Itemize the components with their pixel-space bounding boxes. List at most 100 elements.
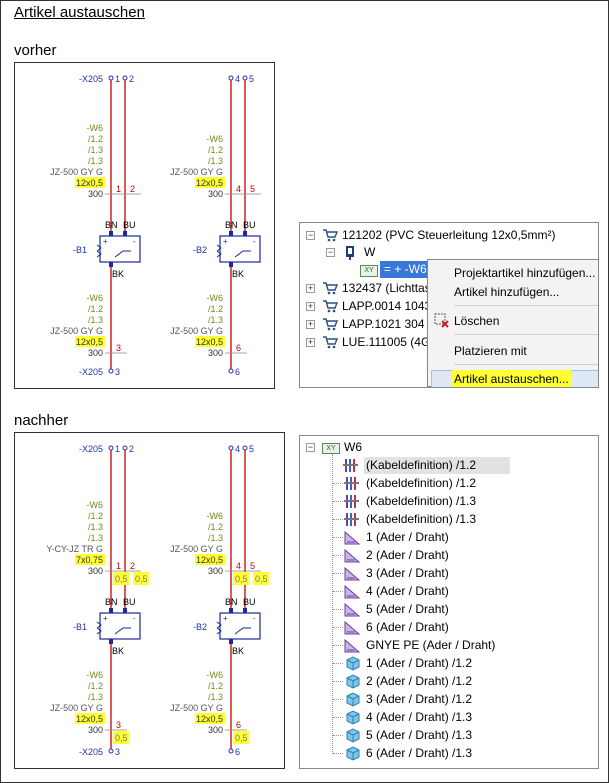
article-tree-before: − 121202 (PVC Steuerleitung 12x0,5mm²) −… <box>299 222 599 388</box>
sensor-arrows <box>96 244 102 258</box>
cable-label: /1.3 <box>88 692 103 702</box>
expand-icon[interactable]: + <box>306 319 315 329</box>
tree-item[interactable]: 1 (Ader / Draht) /1.2 <box>300 655 598 672</box>
highlight-mark <box>195 177 225 188</box>
collapse-icon[interactable]: − <box>306 442 315 452</box>
tree-connector <box>333 627 343 628</box>
cable-label: /1.3 <box>208 315 223 325</box>
device-label: -B2 <box>193 622 207 632</box>
tree-item[interactable]: 1 (Ader / Draht) <box>300 529 598 546</box>
terminal-point <box>122 445 128 451</box>
menu-separator <box>454 364 598 365</box>
tree-item[interactable]: 6 (Ader / Draht) /1.3 <box>300 745 598 762</box>
port-label: BK <box>112 269 124 279</box>
pin-label: 4 <box>235 444 240 454</box>
pin-label: 4 <box>235 74 240 84</box>
tree-item[interactable]: (Kabeldefinition) /1.2 <box>343 457 510 474</box>
port-pad <box>109 639 113 644</box>
cable-spec: 12x0,5 <box>196 178 223 188</box>
tree-row-child[interactable]: − W <box>300 244 598 261</box>
tree-connector <box>333 645 343 646</box>
tree-item[interactable]: (Kabeldefinition) /1.2 <box>300 475 598 492</box>
cable-label: /1.2 <box>208 681 223 691</box>
xy-badge-icon: XY <box>322 443 340 454</box>
cable-length: 300 <box>88 348 103 358</box>
cable-label: JZ-500 GY G <box>50 167 103 177</box>
tree-item-label: (Kabeldefinition) /1.3 <box>366 494 477 508</box>
tree-item[interactable]: 4 (Ader / Draht) /1.3 <box>300 709 598 726</box>
device-label: -B1 <box>73 245 87 255</box>
tree-connector <box>333 501 343 502</box>
tree-item[interactable]: 4 (Ader / Draht) <box>300 583 598 600</box>
tree-item[interactable]: (Kabeldefinition) /1.3 <box>300 493 598 510</box>
port-pad <box>243 231 247 236</box>
tree-item[interactable]: 3 (Ader / Draht) /1.2 <box>300 691 598 708</box>
wire-number: 1 <box>116 184 121 194</box>
tree-item[interactable]: 3 (Ader / Draht) <box>300 565 598 582</box>
cable-spec: 7x0,75 <box>76 555 103 565</box>
cross-section: 0,5 <box>235 733 248 743</box>
collapse-icon[interactable]: − <box>306 230 315 240</box>
expand-icon[interactable]: + <box>306 337 315 347</box>
cube-icon <box>343 656 361 671</box>
wire-triangle-icon <box>343 638 361 653</box>
cable-label: -W6 <box>207 134 224 144</box>
cable-label: JZ-500 GY G <box>170 703 223 713</box>
tree-item-label: (Kabeldefinition) /1.2 <box>366 476 477 490</box>
cross-section: 0,5 <box>135 574 148 584</box>
cable-label: /1.2 <box>88 511 103 521</box>
page-title: Artikel austauschen <box>14 4 145 21</box>
tree-connector <box>333 555 343 556</box>
wire-number: 1 <box>116 561 121 571</box>
menu-item-delete[interactable]: Löschen <box>454 314 500 328</box>
tree-item[interactable]: (Kabeldefinition) /1.3 <box>300 511 598 528</box>
device-minus: - <box>253 237 256 246</box>
tree-connector <box>333 717 343 718</box>
collapse-icon[interactable]: − <box>326 247 335 257</box>
menu-item-add-article[interactable]: Artikel hinzufügen... <box>454 285 560 299</box>
expand-icon[interactable]: + <box>306 301 315 311</box>
cart-icon <box>323 318 338 331</box>
tree-item[interactable]: 2 (Ader / Draht) /1.2 <box>300 673 598 690</box>
delete-icon <box>434 313 449 328</box>
tree-item[interactable]: 2 (Ader / Draht) <box>300 547 598 564</box>
tree-item-label: 4 (Ader / Draht) /1.3 <box>366 710 473 724</box>
port-label: BU <box>123 597 136 607</box>
cable-spec: 12x0,5 <box>76 337 103 347</box>
terminal-point <box>108 748 114 754</box>
menu-item-replace-article[interactable]: Artikel austauschen... <box>452 370 571 387</box>
port-label: BU <box>243 220 256 230</box>
cable-label: -W6 <box>87 500 104 510</box>
pin-label: 6 <box>235 747 240 757</box>
tree-row-root[interactable]: − 121202 (PVC Steuerleitung 12x0,5mm²) <box>300 227 598 244</box>
device-plus: + <box>223 237 228 246</box>
expand-icon[interactable]: + <box>306 283 315 293</box>
wire-triangle-icon <box>343 602 361 617</box>
cable-label: /1.3 <box>88 145 103 155</box>
port-pad <box>229 262 233 267</box>
cable-label: Y-CY-JZ TR G <box>46 544 103 554</box>
terminal-label: -X205 <box>79 367 103 377</box>
cable-label: /1.3 <box>208 533 223 543</box>
wire-number: 2 <box>130 561 135 571</box>
tree-item-label: 3 (Ader / Draht) <box>366 566 449 580</box>
switch-symbol <box>234 627 251 635</box>
tree-item-label: 5 (Ader / Draht) <box>366 602 449 616</box>
cable-label: /1.2 <box>88 681 103 691</box>
menu-item-add-project-article[interactable]: Projektartikel hinzufügen... <box>454 266 596 280</box>
tree-item-label: (Kabeldefinition) /1.3 <box>366 512 477 526</box>
tree-item[interactable]: 5 (Ader / Draht) /1.3 <box>300 727 598 744</box>
tree-item[interactable]: 5 (Ader / Draht) <box>300 601 598 618</box>
cable-length: 300 <box>208 189 223 199</box>
tree-item[interactable]: 6 (Ader / Draht) <box>300 619 598 636</box>
port-pad <box>109 262 113 267</box>
cable-label: /1.2 <box>88 304 103 314</box>
tree-item[interactable]: GNYE PE (Ader / Draht) <box>300 637 598 654</box>
sensor-arrows <box>216 244 222 258</box>
tree-connector <box>333 753 343 754</box>
menu-item-place-with[interactable]: Platzieren mit <box>454 344 527 358</box>
device-box <box>99 235 141 263</box>
tree-item-label: 6 (Ader / Draht) /1.3 <box>366 746 473 760</box>
cable-length: 300 <box>208 348 223 358</box>
